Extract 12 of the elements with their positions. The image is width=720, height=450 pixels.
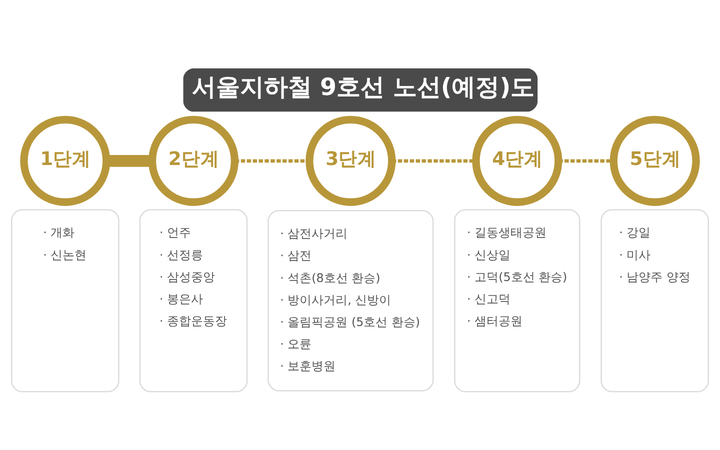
node-circle: 4단계 bbox=[472, 115, 562, 206]
node-circle: 2단계 bbox=[148, 115, 238, 206]
node-circle: 3단계 bbox=[306, 115, 396, 206]
node-box: · 삼전사거리 · 삼전 · 석촌(8호선 환승) · 방이사거리, 신방이 · 올림픽공원 (5호선 환승) · 오륜 · 보훈병원 bbox=[268, 210, 434, 391]
node-circle: 1단계 bbox=[20, 115, 110, 206]
node-box: · 강일 · 미사 · 남양주 양정 bbox=[600, 208, 709, 392]
connector bbox=[234, 158, 310, 162]
node-box: · 언주 · 선정릉 · 삼성중앙 · 봉은사 · 종합운동장 bbox=[139, 208, 248, 392]
node-circle: 5단계 bbox=[610, 115, 700, 206]
diagram-title: 서울지하철 9호선 노선(예정)도 bbox=[192, 72, 535, 100]
node-box: · 개화 · 신논현 bbox=[11, 208, 120, 392]
node-box: · 길동생태공원 · 신상일 · 고덕(5호선 환승) · 신고덕 · 샘터공원 bbox=[454, 208, 580, 392]
